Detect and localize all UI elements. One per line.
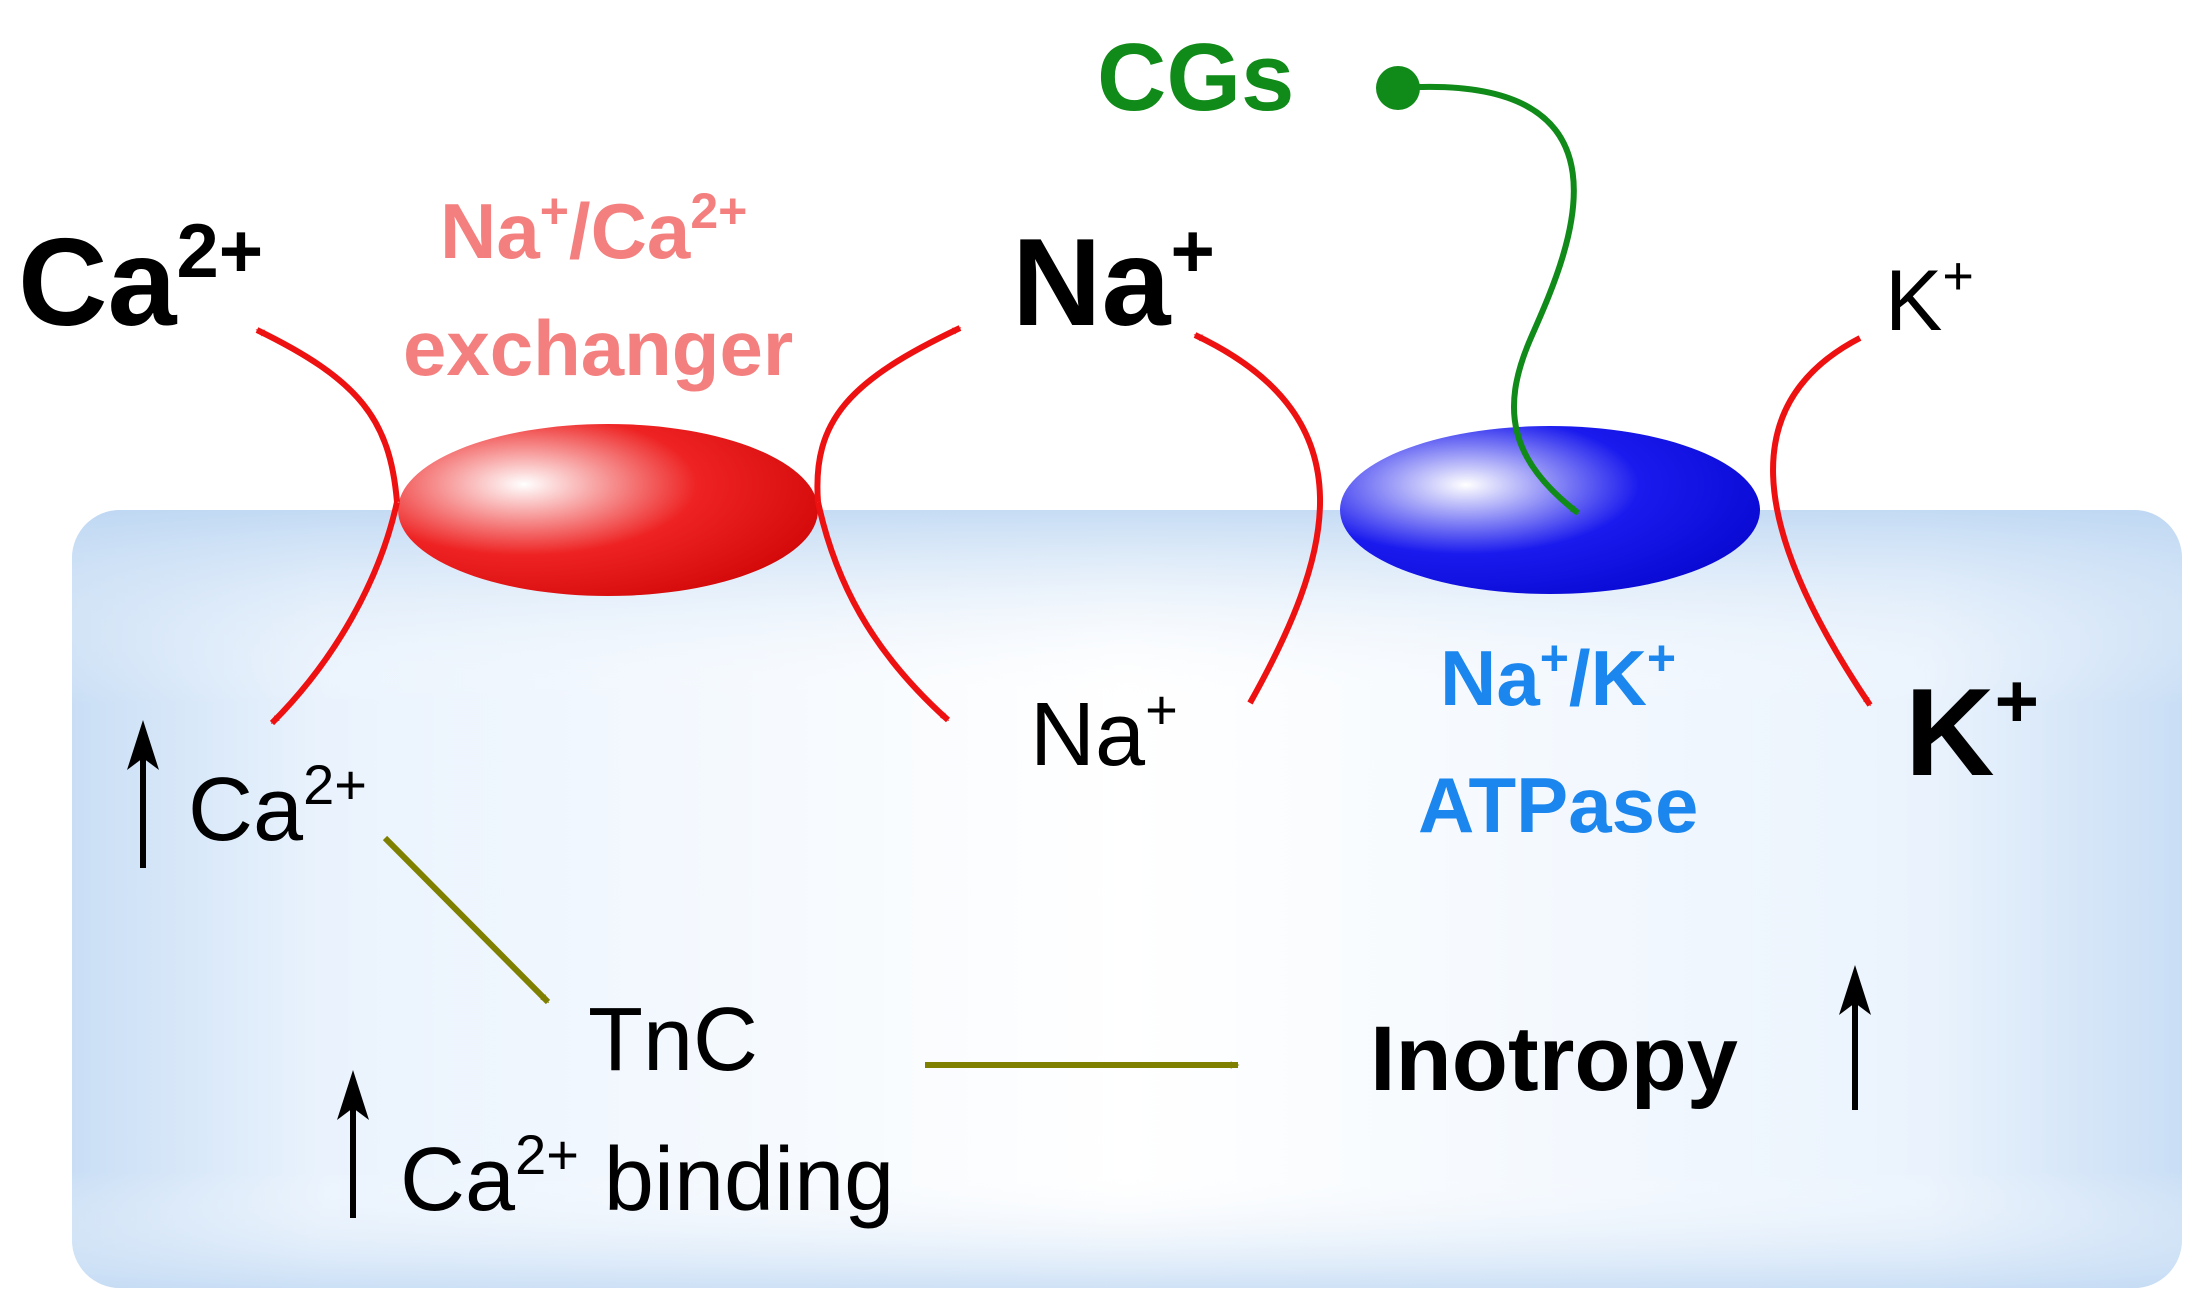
na-exchange-arrow-in [815, 501, 951, 723]
increase-binding-up-arrow-icon [337, 1070, 369, 1218]
increase-inotropy-up-arrow-icon [1839, 965, 1871, 1110]
exchanger-label-line2: exchanger [403, 304, 793, 392]
k-pump-arrow [1770, 335, 1873, 707]
na-pump-arrow [1193, 332, 1323, 705]
ca-efflux-arrow-out [255, 327, 400, 503]
inotropy-label: Inotropy [1370, 1008, 1738, 1110]
na-exchange-arrow-out [814, 325, 962, 503]
atpase-label-line1: Na+/K+ [1440, 630, 1676, 722]
intracellular-k-label: K+ [1905, 659, 2039, 802]
na-ca-exchanger-body [398, 424, 818, 596]
cgs-label: CGs [1097, 24, 1294, 131]
extracellular-k-label: K+ [1885, 246, 1974, 349]
increase-ca-up-arrow-icon [127, 720, 159, 868]
extracellular-na-label: Na+ [1012, 209, 1215, 352]
na-k-atpase-body [1340, 426, 1760, 594]
cgs-arrow [1397, 83, 1580, 516]
tnc-label: TnC [588, 990, 758, 1090]
ca-efflux-arrow-in [269, 501, 400, 726]
intracellular-na-label: Na+ [1030, 678, 1178, 785]
ca-to-tnc-arrow [382, 835, 551, 1005]
extracellular-ca-label: Ca2+ [18, 209, 263, 352]
cell-interior [72, 510, 2182, 1288]
ca-binding-label: Ca2+ binding [400, 1123, 894, 1230]
intracellular-ca-label: Ca2+ [188, 753, 367, 860]
atpase-label-line2: ATPase [1418, 761, 1698, 849]
exchanger-label-line1: Na+/Ca2+ [440, 183, 747, 275]
